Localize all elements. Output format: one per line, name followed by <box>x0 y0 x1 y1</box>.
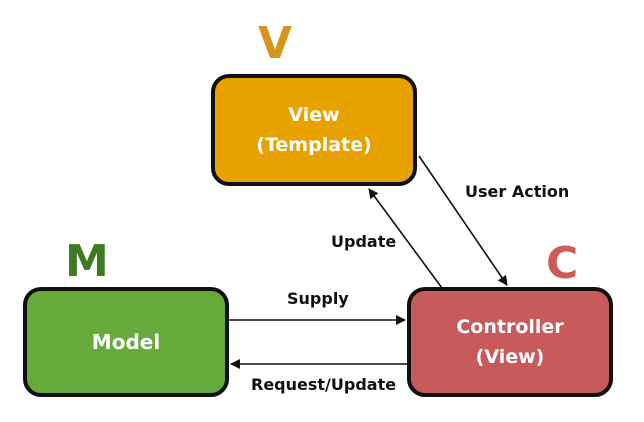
controller-node-subtitle: (View) <box>475 346 545 368</box>
letter-m: M <box>65 236 109 287</box>
edge-label-update: Update <box>331 232 397 251</box>
edge-label-supply: Supply <box>287 289 349 308</box>
edge-label-request-update: Request/Update <box>251 375 397 394</box>
controller-node: Controller (View) <box>407 287 613 397</box>
model-node-text: Model <box>92 327 160 357</box>
letter-c: C <box>546 238 579 289</box>
view-node: View (Template) <box>211 74 417 186</box>
model-node-title: Model <box>91 330 161 354</box>
view-node-text: View (Template) <box>256 100 371 160</box>
model-node: Model <box>23 287 229 397</box>
letter-v: V <box>258 18 293 69</box>
arrow-update <box>368 188 443 289</box>
arrow-user-action <box>418 155 508 286</box>
view-node-title: View <box>288 104 340 126</box>
controller-node-title: Controller <box>456 316 564 338</box>
edge-label-user-action: User Action <box>465 182 570 201</box>
controller-node-text: Controller (View) <box>456 312 563 372</box>
view-node-subtitle: (Template) <box>256 134 372 156</box>
